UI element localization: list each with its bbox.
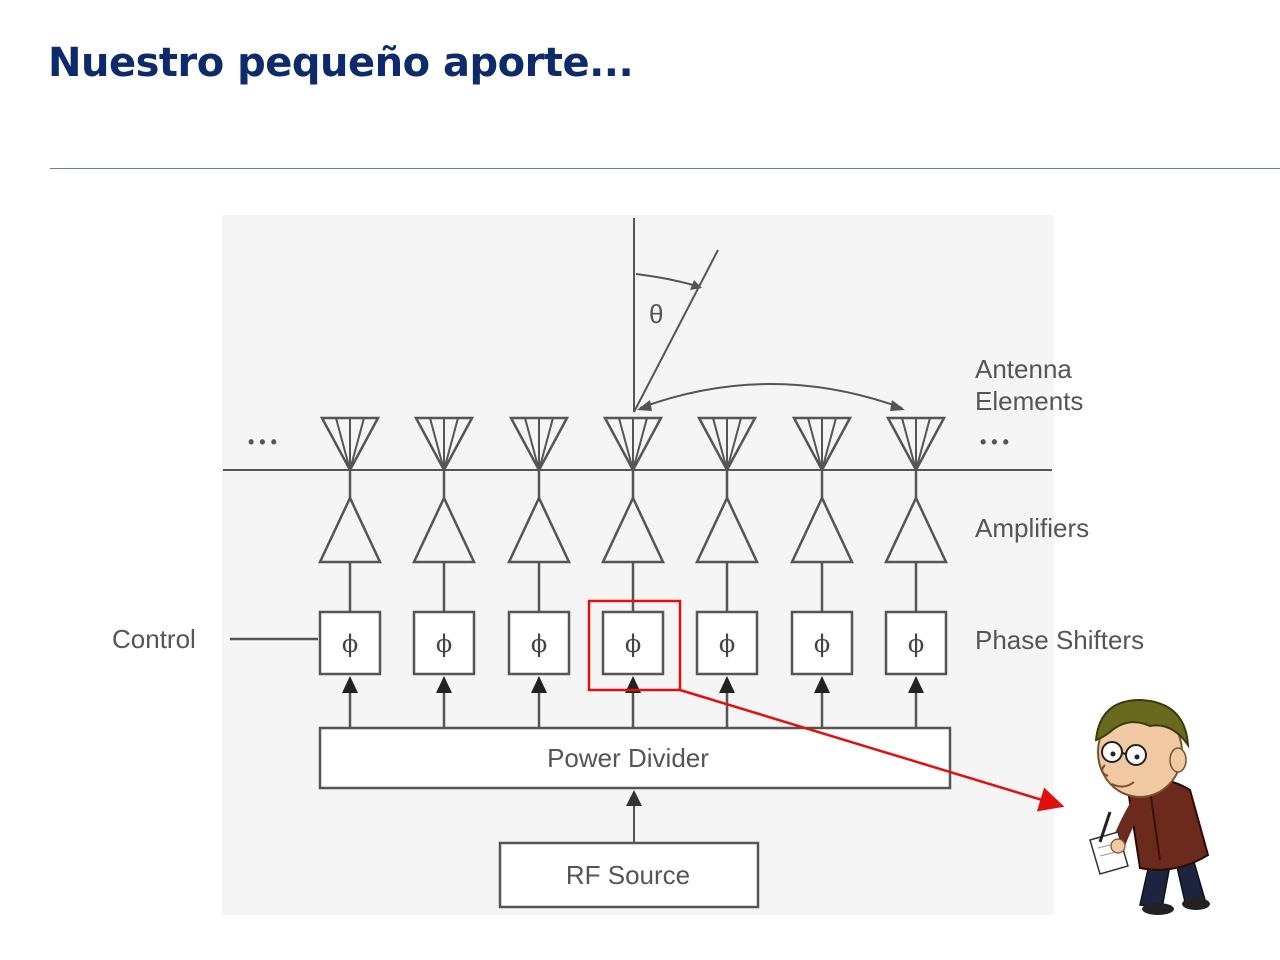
divider-feed-arrow-7 — [908, 676, 924, 693]
antenna-element-3-inner-right — [538, 417, 554, 471]
scientist-illustration — [1089, 698, 1210, 915]
rf-source-box — [498, 841, 760, 909]
antenna-element-7-inner-right — [915, 417, 931, 471]
beam-angle-indicator — [633, 218, 719, 413]
amplifiers-label: Amplifiers — [975, 513, 1089, 543]
rf-source-label: RF Source — [566, 860, 690, 890]
phase-symbol-7: ϕ — [908, 630, 924, 658]
antenna-element-2-inner-right — [443, 417, 459, 471]
phase-shifter-1 — [318, 610, 382, 676]
antenna-element-1-inner-left — [335, 417, 351, 471]
phase-shifter-3 — [507, 610, 571, 676]
phase-symbol-1: ϕ — [342, 630, 358, 658]
divider-feed-arrow-6 — [814, 676, 830, 693]
antenna-elements-label-line1: Antenna — [975, 354, 1072, 384]
diagram-background — [222, 215, 1054, 915]
phase-symbol-2: ϕ — [436, 630, 452, 658]
antenna-element-5-inner-right — [726, 417, 742, 471]
antenna-element-6-inner-left — [807, 417, 823, 471]
antenna-element-1-inner-right — [349, 417, 365, 471]
antenna-element-2-inner-left — [429, 417, 445, 471]
highlight-box — [587, 599, 682, 692]
phase-symbol-5: ϕ — [719, 630, 735, 658]
antenna-element-5-inner-left — [712, 417, 728, 471]
phase-symbol-3: ϕ — [531, 630, 547, 658]
antenna-element-7-inner-left — [901, 417, 917, 471]
ellipsis-right: • • • — [980, 432, 1009, 452]
antenna-element-3-inner-left — [524, 417, 540, 471]
ellipsis-left: • • • — [248, 432, 277, 452]
phase-symbol-4: ϕ — [625, 630, 641, 658]
divider-feed-arrow-3 — [531, 676, 547, 693]
phase-shifter-7 — [884, 610, 948, 676]
divider-feed-arrow-2 — [436, 676, 452, 693]
angle-symbol: θ — [649, 299, 663, 329]
phase-shifter-6 — [790, 610, 854, 676]
phase-symbol-6: ϕ — [814, 630, 830, 658]
callout-arrow — [679, 688, 1065, 812]
phase-shifter-5 — [695, 610, 759, 676]
phase-shifter-2 — [412, 610, 476, 676]
control-label: Control — [112, 624, 196, 654]
beam-sweep-arc — [637, 383, 905, 411]
antenna-element-4-inner-right — [632, 417, 648, 471]
slide-title: Nuestro pequeño aporte... — [48, 40, 634, 86]
antenna-element-6-inner-right — [821, 417, 837, 471]
phase-shifters-label: Phase Shifters — [975, 625, 1144, 655]
divider-feed-arrow-1 — [342, 676, 358, 693]
power-divider-label: Power Divider — [547, 743, 709, 773]
source-feed-arrow — [626, 790, 642, 806]
antenna-elements-label-line2: Elements — [975, 386, 1083, 416]
divider-feed-arrow-5 — [719, 676, 735, 693]
power-divider-box — [318, 726, 952, 790]
phase-shifter-4 — [601, 610, 665, 676]
title-divider — [50, 168, 1280, 169]
antenna-element-4-inner-left — [618, 417, 634, 471]
